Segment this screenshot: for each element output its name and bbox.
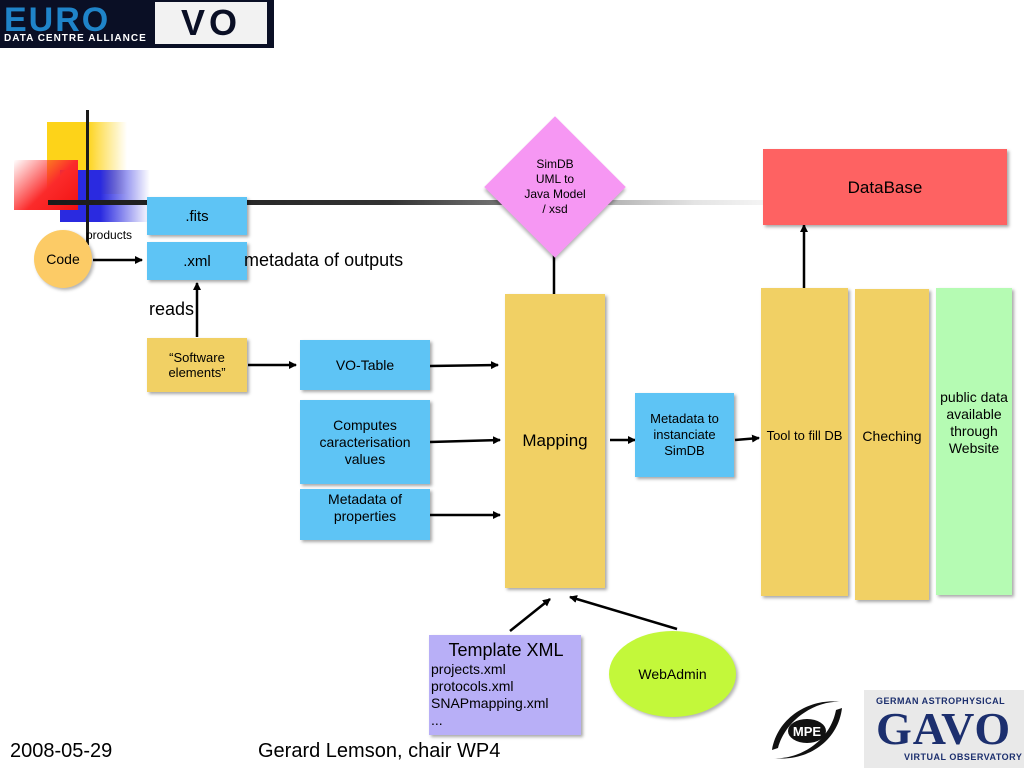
xml-label: .xml	[183, 252, 211, 270]
gavo-logo-top-text: GERMAN ASTROPHYSICAL	[876, 696, 1006, 706]
gavo-logo-main-text: GAVO	[876, 703, 1012, 754]
metadata-outputs-label: metadata of outputs	[244, 250, 404, 270]
products-label: products	[86, 228, 133, 242]
template-xml-node: Template XML projects.xml protocols.xml …	[429, 635, 581, 735]
mapping-node: Mapping	[505, 294, 605, 588]
footer-date: 2008-05-29	[10, 740, 113, 762]
checking-node: Cheching	[855, 289, 929, 600]
mapping-label: Mapping	[522, 431, 588, 450]
fits-node: .fits	[147, 197, 247, 235]
public-data-label: public data available through Website	[940, 388, 1008, 456]
metadata-simdb-node: Metadata to instanciate SimDB	[635, 393, 734, 477]
webadmin-node: WebAdmin	[609, 631, 736, 717]
software-elements-node: “Software elements”	[147, 338, 247, 392]
tool-fill-db-node: Tool to fill DB	[761, 288, 848, 596]
fits-label: .fits	[185, 207, 209, 225]
database-node: DataBase	[763, 149, 1007, 225]
template-item: projects.xml	[431, 661, 506, 677]
simdb-label: SimDB UML to Java Model / xsd	[524, 157, 586, 216]
gavo-logo-bottom-text: VIRTUAL OBSERVATORY	[904, 752, 1023, 762]
xml-node: .xml	[147, 242, 247, 280]
software-elements-label: “Software elements”	[168, 350, 226, 380]
template-item: protocols.xml	[431, 678, 514, 694]
vo-logo-text: VO	[155, 2, 267, 44]
template-xml-items: projects.xml protocols.xml SNAPmapping.x…	[431, 661, 581, 729]
code-node: Code	[34, 230, 92, 288]
vo-table-node: VO-Table	[300, 340, 430, 390]
checking-label: Cheching	[862, 427, 922, 444]
reads-label: reads	[149, 299, 195, 319]
arrow-template-to-mapping	[509, 598, 551, 632]
mpe-logo-text: MPE	[793, 724, 822, 739]
computes-node: Computes caracterisation values	[300, 400, 430, 484]
public-data-node: public data available through Website	[936, 288, 1012, 595]
euro-logo-text: EURO	[4, 1, 111, 39]
arrow-votable-to-mapping	[429, 361, 499, 370]
tool-fill-db-label: Tool to fill DB	[766, 427, 843, 443]
arrow-computes-to-mapping	[429, 436, 501, 445]
metadata-simdb-label: Metadata to instanciate SimDB	[650, 411, 719, 458]
webadmin-label: WebAdmin	[638, 666, 707, 682]
template-item: ...	[431, 712, 443, 728]
footer-author: Gerard Lemson, chair WP4	[258, 740, 501, 762]
decor-horizontal-line	[48, 200, 808, 205]
vo-table-label: VO-Table	[335, 357, 395, 373]
data-centre-alliance-text: DATA CENTRE ALLIANCE	[4, 33, 147, 44]
euro-vo-logo: EURO VO DATA CENTRE ALLIANCE	[0, 0, 274, 48]
mpe-logo: MPE	[772, 701, 842, 759]
gavo-logo: GERMAN ASTROPHYSICAL GAVO VIRTUAL OBSERV…	[864, 690, 1024, 768]
metadata-properties-node: Metadata of properties	[300, 489, 430, 540]
template-xml-title: Template XML	[448, 640, 564, 660]
database-label: DataBase	[847, 178, 923, 197]
arrow-webadmin-to-mapping	[569, 595, 678, 631]
metadata-properties-label: Metadata of properties	[328, 491, 402, 524]
decor-vertical-line	[86, 110, 89, 245]
arrow-metadata-to-tool	[734, 434, 760, 443]
template-item: SNAPmapping.xml	[431, 695, 549, 711]
code-label: Code	[46, 251, 80, 267]
computes-label: Computes caracterisation values	[319, 416, 411, 467]
